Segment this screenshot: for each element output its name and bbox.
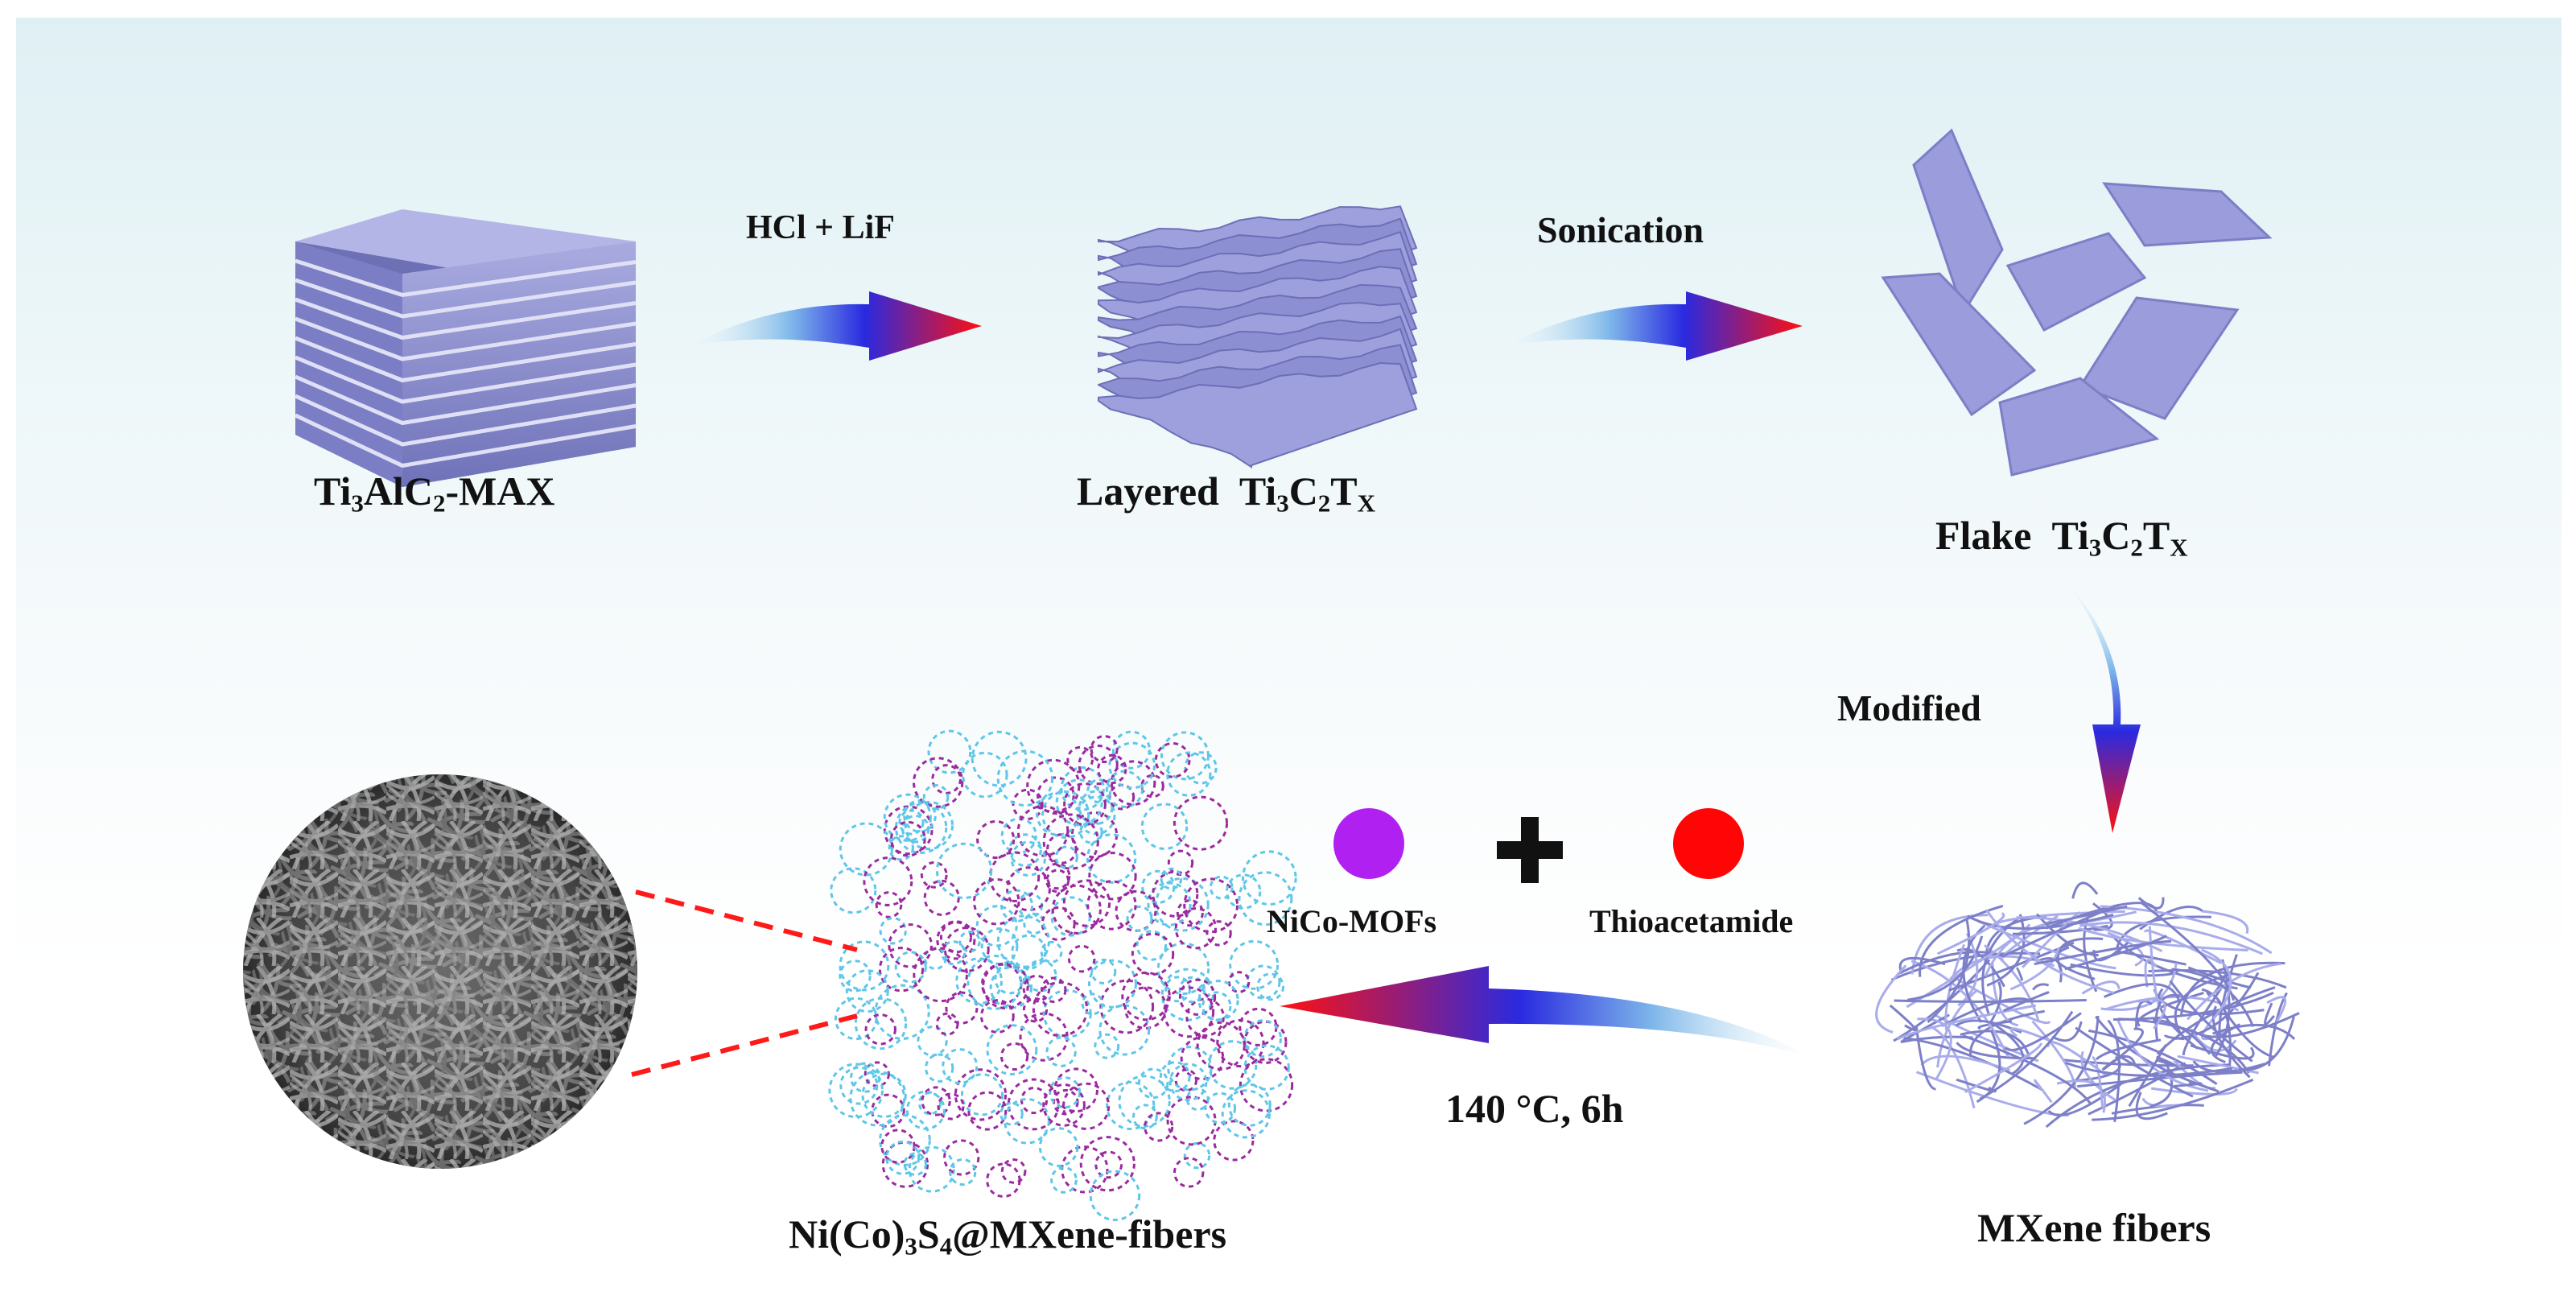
label-nico-mofs: NiCo-MOFs xyxy=(1267,903,1437,939)
max-layer-lines xyxy=(294,258,637,468)
modified-arrow xyxy=(2064,580,2141,833)
label-thioacetamide: Thioacetamide xyxy=(1589,903,1794,939)
label-etch-reagent: HCl + LiF xyxy=(746,209,895,246)
max-phase-stack xyxy=(295,209,636,487)
hydrothermal-arrow xyxy=(1280,966,1815,1059)
mxene-fiber-mat xyxy=(1875,881,2300,1129)
label-hydrothermal: 140 °C, 6h xyxy=(1445,1086,1624,1131)
label-modified: Modified xyxy=(1837,687,1981,728)
product-network xyxy=(828,729,1297,1221)
flake-mxene-sheets xyxy=(1881,128,2273,477)
nico-mof-dot xyxy=(1333,808,1404,879)
sem-image xyxy=(243,774,637,1169)
label-sonication: Sonication xyxy=(1537,209,1704,250)
zoom-line-top xyxy=(635,889,858,952)
layered-mxene-sheets xyxy=(1098,205,1418,468)
thioacetamide-dot xyxy=(1673,808,1744,879)
plus-sign xyxy=(1497,817,1563,883)
label-max-phase: Ti3AlC2-MAX xyxy=(314,468,555,518)
label-layered-mxene: Layered Ti3C2TX xyxy=(1077,468,1376,518)
label-mxene-fibers: MXene fibers xyxy=(1977,1205,2211,1250)
sonication-arrow xyxy=(1505,291,1803,361)
label-product: Ni(Co)3S4@MXene-fibers xyxy=(789,1211,1227,1261)
label-flake-mxene: Flake Ti3C2TX xyxy=(1935,513,2188,562)
zoom-line-bottom xyxy=(631,1013,858,1077)
etch-arrow xyxy=(688,291,982,361)
